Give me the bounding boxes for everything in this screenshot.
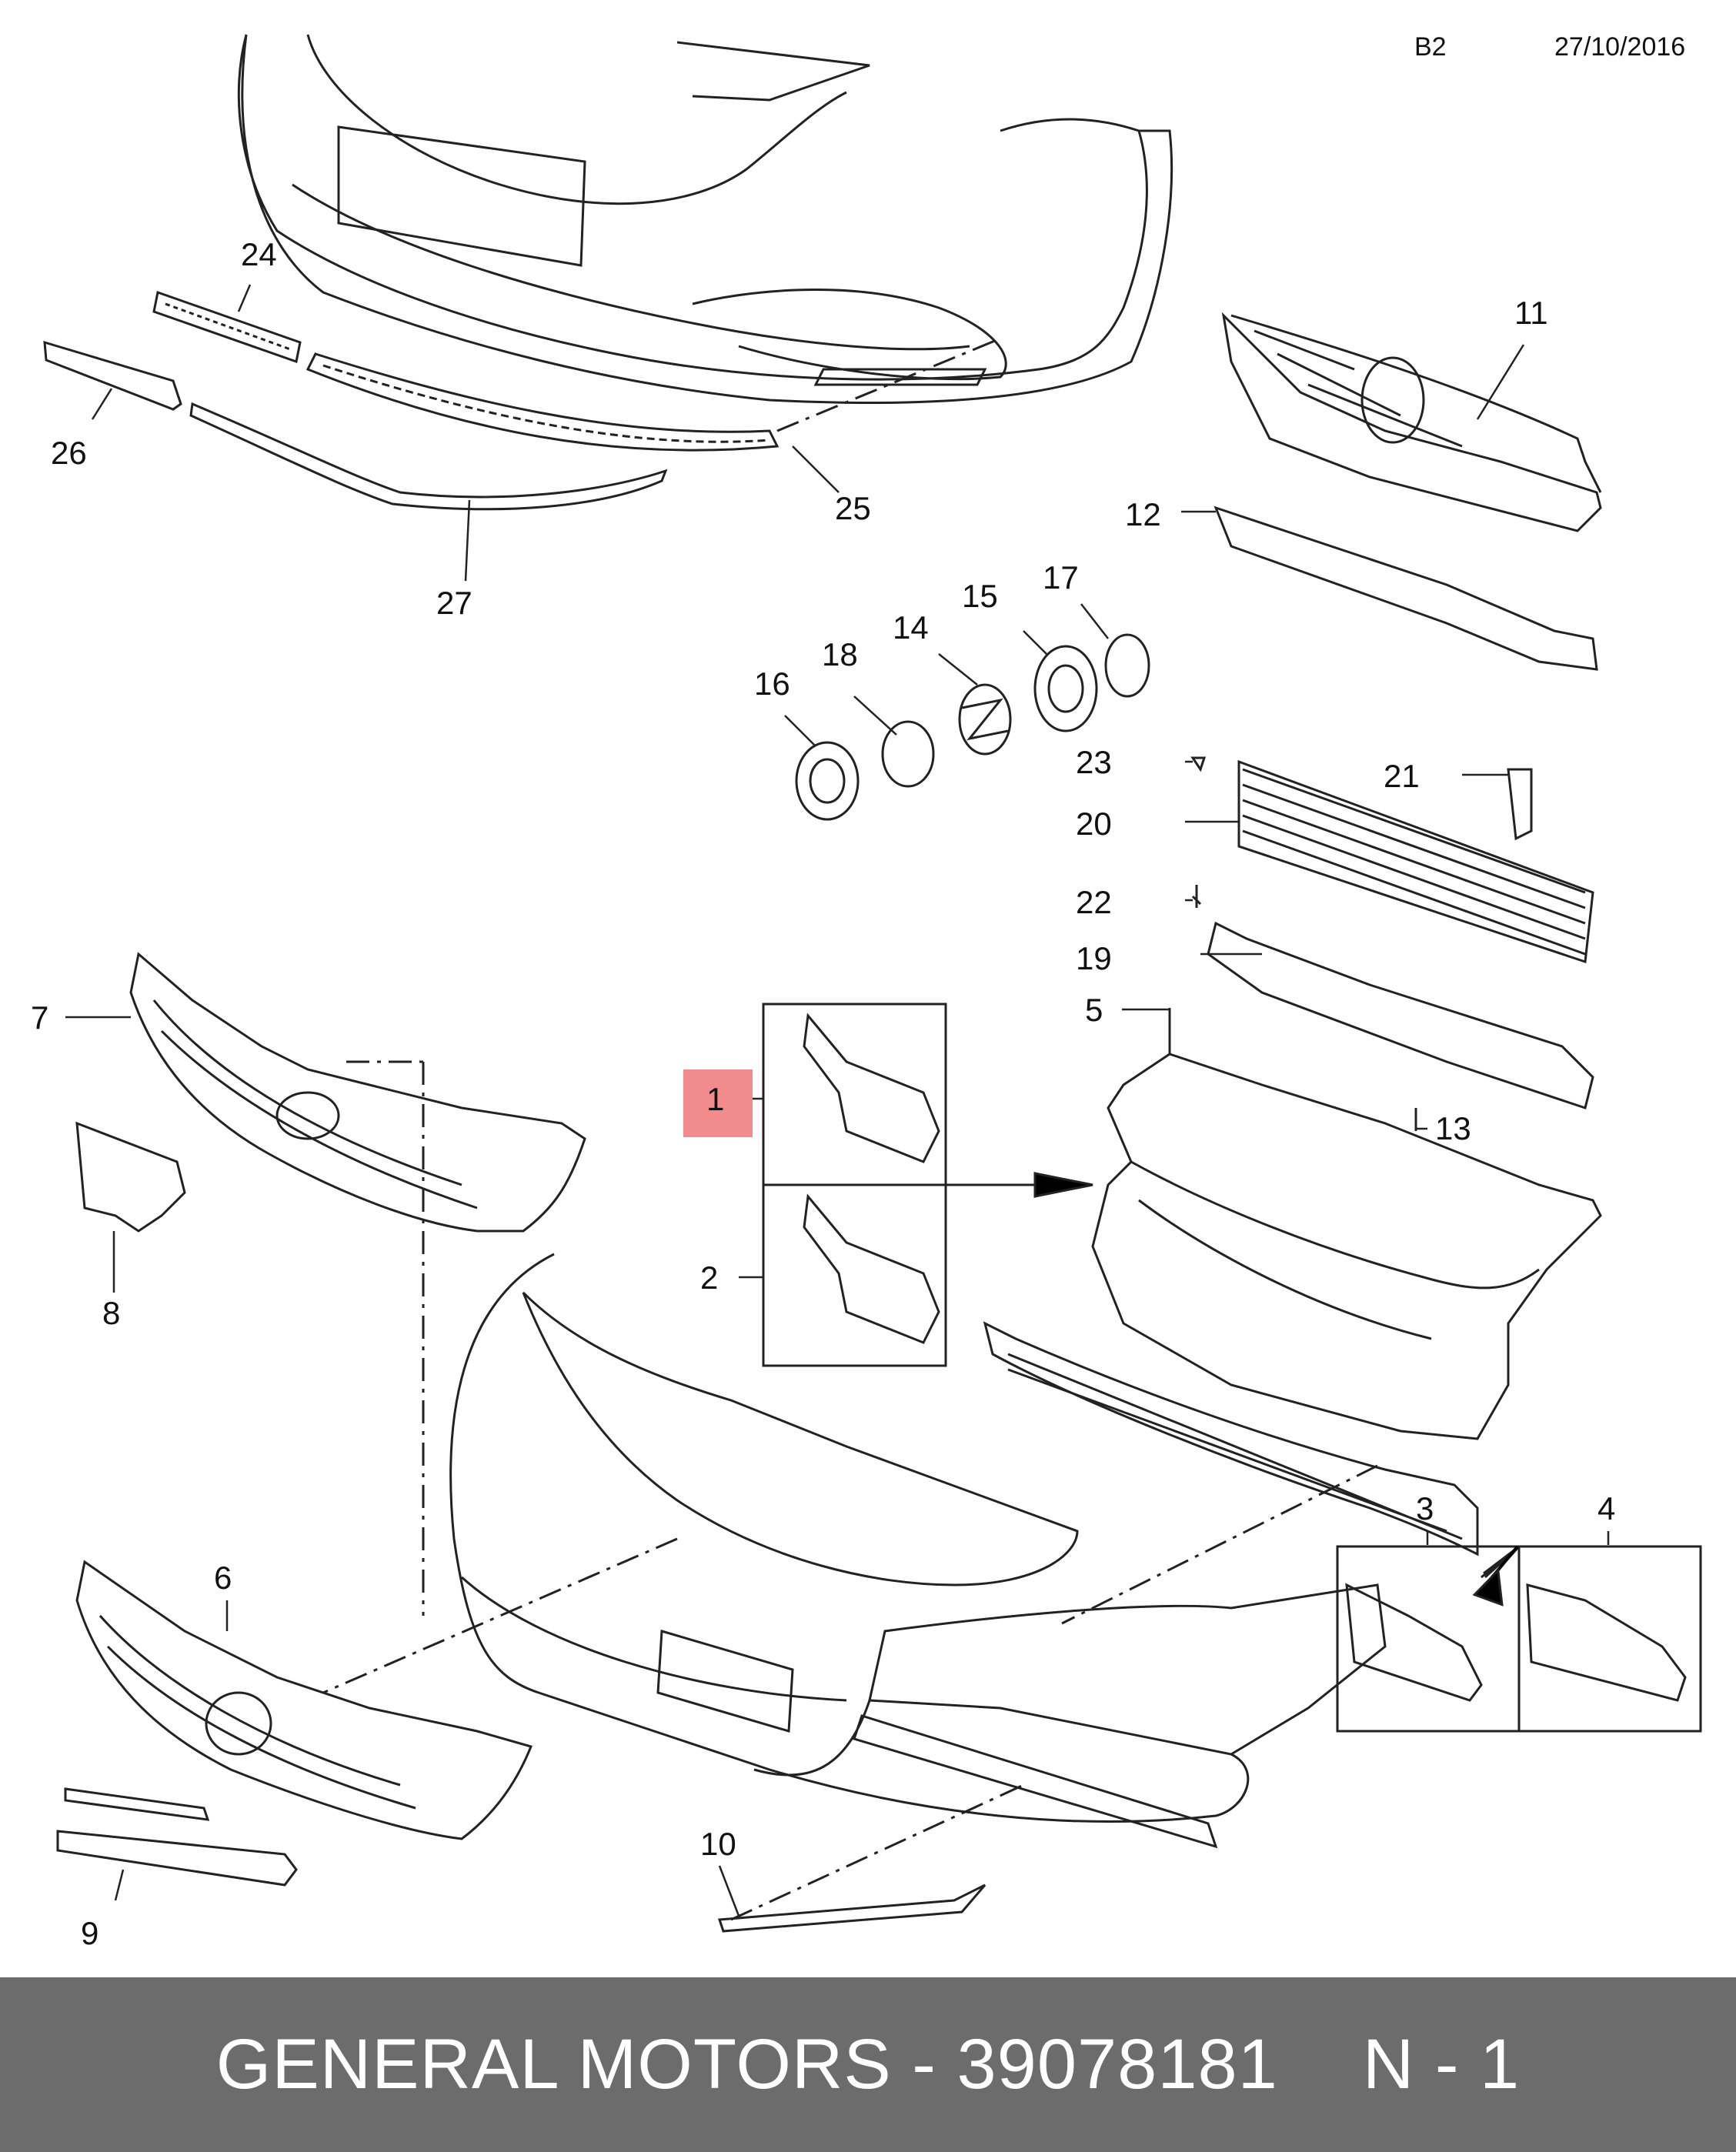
callout-14[interactable]: 14 <box>893 609 929 646</box>
bumper-beam <box>1091 1008 1602 1440</box>
callout-16[interactable]: 16 <box>754 666 790 702</box>
part-highlight <box>683 1069 753 1137</box>
callout-12[interactable]: 12 <box>1125 496 1161 532</box>
parts-diagram <box>43 34 1702 1933</box>
callout-6[interactable]: 6 <box>214 1560 232 1596</box>
footer-brand-part: GENERAL MOTORS - 39078181 <box>215 2025 1278 2104</box>
callout-27[interactable]: 27 <box>436 585 472 621</box>
part-11-grille <box>1221 312 1602 532</box>
footer-page: N - 1 <box>1362 2025 1521 2104</box>
callout-23[interactable]: 23 <box>1076 744 1112 780</box>
part-6-grille <box>56 1560 1024 1933</box>
diagram-date: 27/10/2016 <box>1554 32 1686 62</box>
callout-8[interactable]: 8 <box>102 1295 121 1331</box>
callout-13[interactable]: 13 <box>1435 1110 1471 1146</box>
leader-lines <box>65 284 1610 1917</box>
callout-24[interactable]: 24 <box>241 236 277 272</box>
part-12-strip <box>1214 505 1598 671</box>
callout-15[interactable]: 15 <box>962 578 998 614</box>
callout-2[interactable]: 2 <box>700 1260 719 1296</box>
main-bumper-drawing <box>322 1253 1387 1849</box>
lower-grille <box>983 1321 1479 1625</box>
air-shutter-parts <box>1190 756 1594 1109</box>
callout-9[interactable]: 9 <box>81 1915 99 1951</box>
callout-25[interactable]: 25 <box>835 490 871 526</box>
inset-boxes-3-4 <box>1336 1545 1702 1733</box>
callout-19[interactable]: 19 <box>1076 940 1112 976</box>
emblem-parts <box>795 633 1150 821</box>
callout-1[interactable]: 1 <box>706 1081 725 1117</box>
top-strip-parts <box>43 291 1001 511</box>
callout-26[interactable]: 26 <box>51 435 87 471</box>
callout-20[interactable]: 20 <box>1076 806 1112 842</box>
callout-7[interactable]: 7 <box>31 999 49 1036</box>
callout-4[interactable]: 4 <box>1597 1490 1616 1526</box>
callout-10[interactable]: 10 <box>700 1826 736 1862</box>
upper-bumper-drawing <box>237 34 1173 404</box>
footer-bar: GENERAL MOTORS - 39078181 N - 1 <box>0 1977 1736 2152</box>
callout-22[interactable]: 22 <box>1076 884 1112 920</box>
callout-5[interactable]: 5 <box>1085 992 1103 1028</box>
inset-boxes-1-2 <box>762 1003 1093 1367</box>
diagram-code: B2 <box>1414 32 1447 62</box>
callout-11[interactable]: 11 <box>1514 295 1548 331</box>
part-7-grille <box>75 952 586 1616</box>
callout-17[interactable]: 17 <box>1043 559 1079 596</box>
callout-3[interactable]: 3 <box>1416 1490 1434 1526</box>
callout-18[interactable]: 18 <box>822 636 858 672</box>
callout-21[interactable]: 21 <box>1384 758 1420 794</box>
